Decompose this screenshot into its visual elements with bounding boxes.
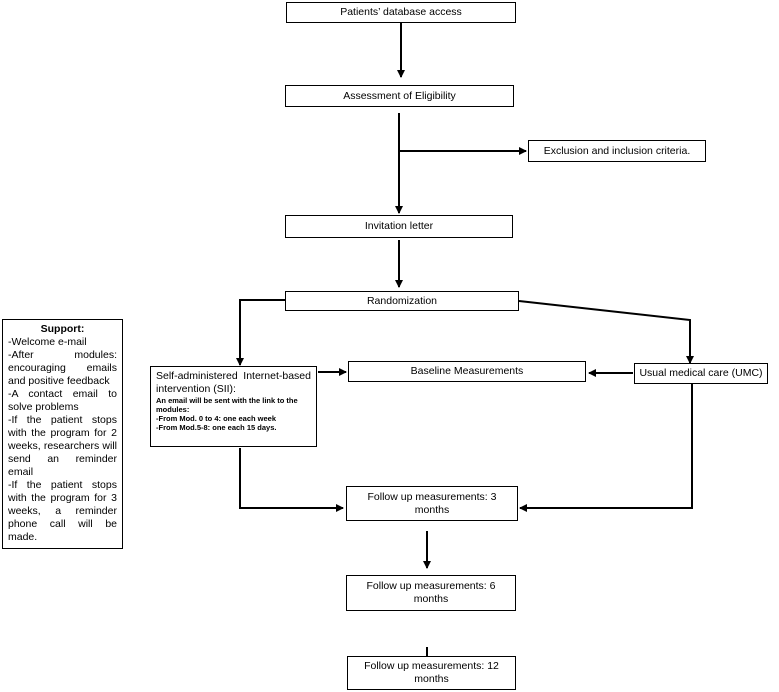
support-item: -A contact email to solve problems — [8, 388, 117, 413]
node-criteria: Exclusion and inclusion criteria. — [528, 140, 706, 162]
node-sii-title: Self-administered Internet-based interve… — [156, 370, 311, 395]
node-criteria-label: Exclusion and inclusion criteria. — [543, 144, 691, 157]
support-item: -If the patient stops with the program f… — [8, 414, 117, 478]
node-followup-6: Follow up measurements: 6 months — [346, 575, 516, 611]
arrow-randomization-to-sii — [236, 299, 285, 366]
node-umc: Usual medical care (UMC) — [634, 363, 768, 384]
node-database-access: Patients’ database access — [286, 2, 516, 23]
node-invitation-label: Invitation letter — [364, 220, 434, 232]
arrow-randomization-to-umc — [518, 300, 694, 364]
node-sii-detail: An email will be sent with the link to t… — [156, 396, 298, 414]
arrow-sii-to-followup3 — [239, 448, 344, 512]
support-item: -After modules: encouraging emails and p… — [8, 349, 117, 387]
support-item: -If the patient stops with the program f… — [8, 479, 117, 543]
node-sii: Self-administered Internet-based interve… — [150, 366, 317, 447]
node-randomization-label: Randomization — [366, 294, 438, 307]
node-eligibility-label: Assessment of Eligibility — [343, 89, 456, 102]
node-eligibility: Assessment of Eligibility — [285, 85, 514, 107]
node-followup-12: Follow up measurements: 12 months — [347, 656, 516, 690]
node-followup-12-label: Follow up measurements: 12 months — [364, 660, 499, 685]
node-sii-schedule-item: -From Mod. 0 to 4: one each week — [156, 414, 277, 423]
node-followup-3: Follow up measurements: 3 months — [346, 486, 518, 521]
support-item: -Welcome e-mail — [8, 336, 87, 348]
node-followup-6-label: Follow up measurements: 6 months — [366, 580, 496, 605]
node-followup-3-label: Follow up measurements: 3 months — [367, 490, 497, 516]
node-baseline-label: Baseline Measurements — [410, 365, 524, 377]
node-randomization: Randomization — [285, 291, 519, 311]
support-box: Support: -Welcome e-mail -After modules:… — [2, 319, 123, 549]
node-sii-schedule-item: -From Mod.5-8: one each 15 days. — [156, 423, 277, 432]
node-umc-label: Usual medical care (UMC) — [639, 367, 763, 379]
support-title: Support: — [40, 323, 85, 335]
node-invitation: Invitation letter — [285, 215, 513, 238]
node-baseline: Baseline Measurements — [348, 361, 586, 382]
node-database-access-label: Patients’ database access — [340, 6, 462, 18]
arrow-umc-to-followup3 — [519, 384, 693, 512]
